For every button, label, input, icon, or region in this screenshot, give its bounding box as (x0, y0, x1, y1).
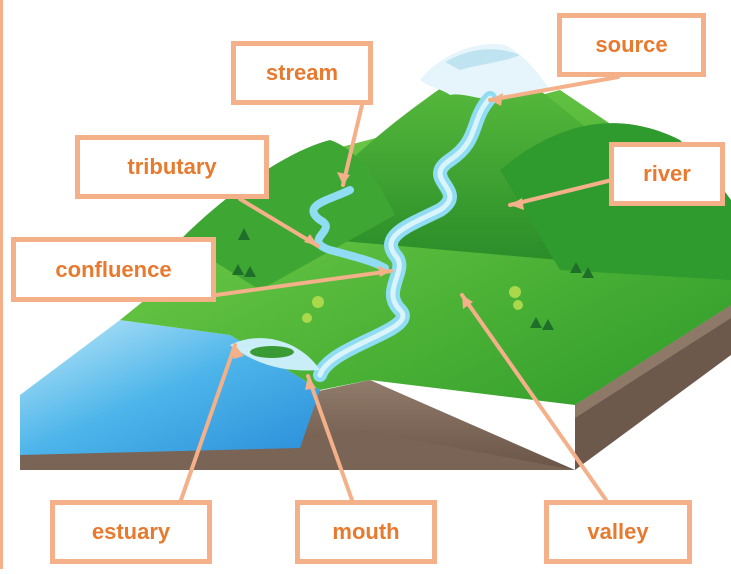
label-tributary: tributary (75, 135, 269, 199)
label-valley: valley (544, 500, 692, 564)
label-estuary: estuary (50, 500, 212, 564)
snow-cap (420, 44, 550, 99)
soil-side-top-band (575, 305, 731, 418)
delta-island (250, 346, 294, 358)
pointers (179, 75, 620, 502)
mouth-pointer (306, 374, 354, 502)
tributary-pointer (238, 197, 320, 248)
label-river: river (609, 142, 725, 206)
snow-shade (445, 49, 520, 70)
label-mouth: mouth (295, 500, 437, 564)
main-river-highlight (317, 95, 493, 378)
label-source: source (557, 13, 706, 77)
tributary-river (309, 186, 389, 272)
river-pointer (508, 178, 614, 207)
valley-pointer (460, 293, 608, 502)
pointer-heads (233, 93, 524, 390)
left-border (0, 0, 3, 569)
confluence-pointer (214, 269, 393, 297)
estuary-pointer (179, 343, 237, 502)
source-pointer (488, 75, 620, 102)
label-stream: stream (231, 41, 373, 105)
soil-side-face (575, 305, 731, 470)
soil-left-strip (20, 430, 575, 470)
trees (232, 228, 594, 330)
label-confluence: confluence (11, 237, 216, 302)
stream-pointer (341, 103, 364, 187)
